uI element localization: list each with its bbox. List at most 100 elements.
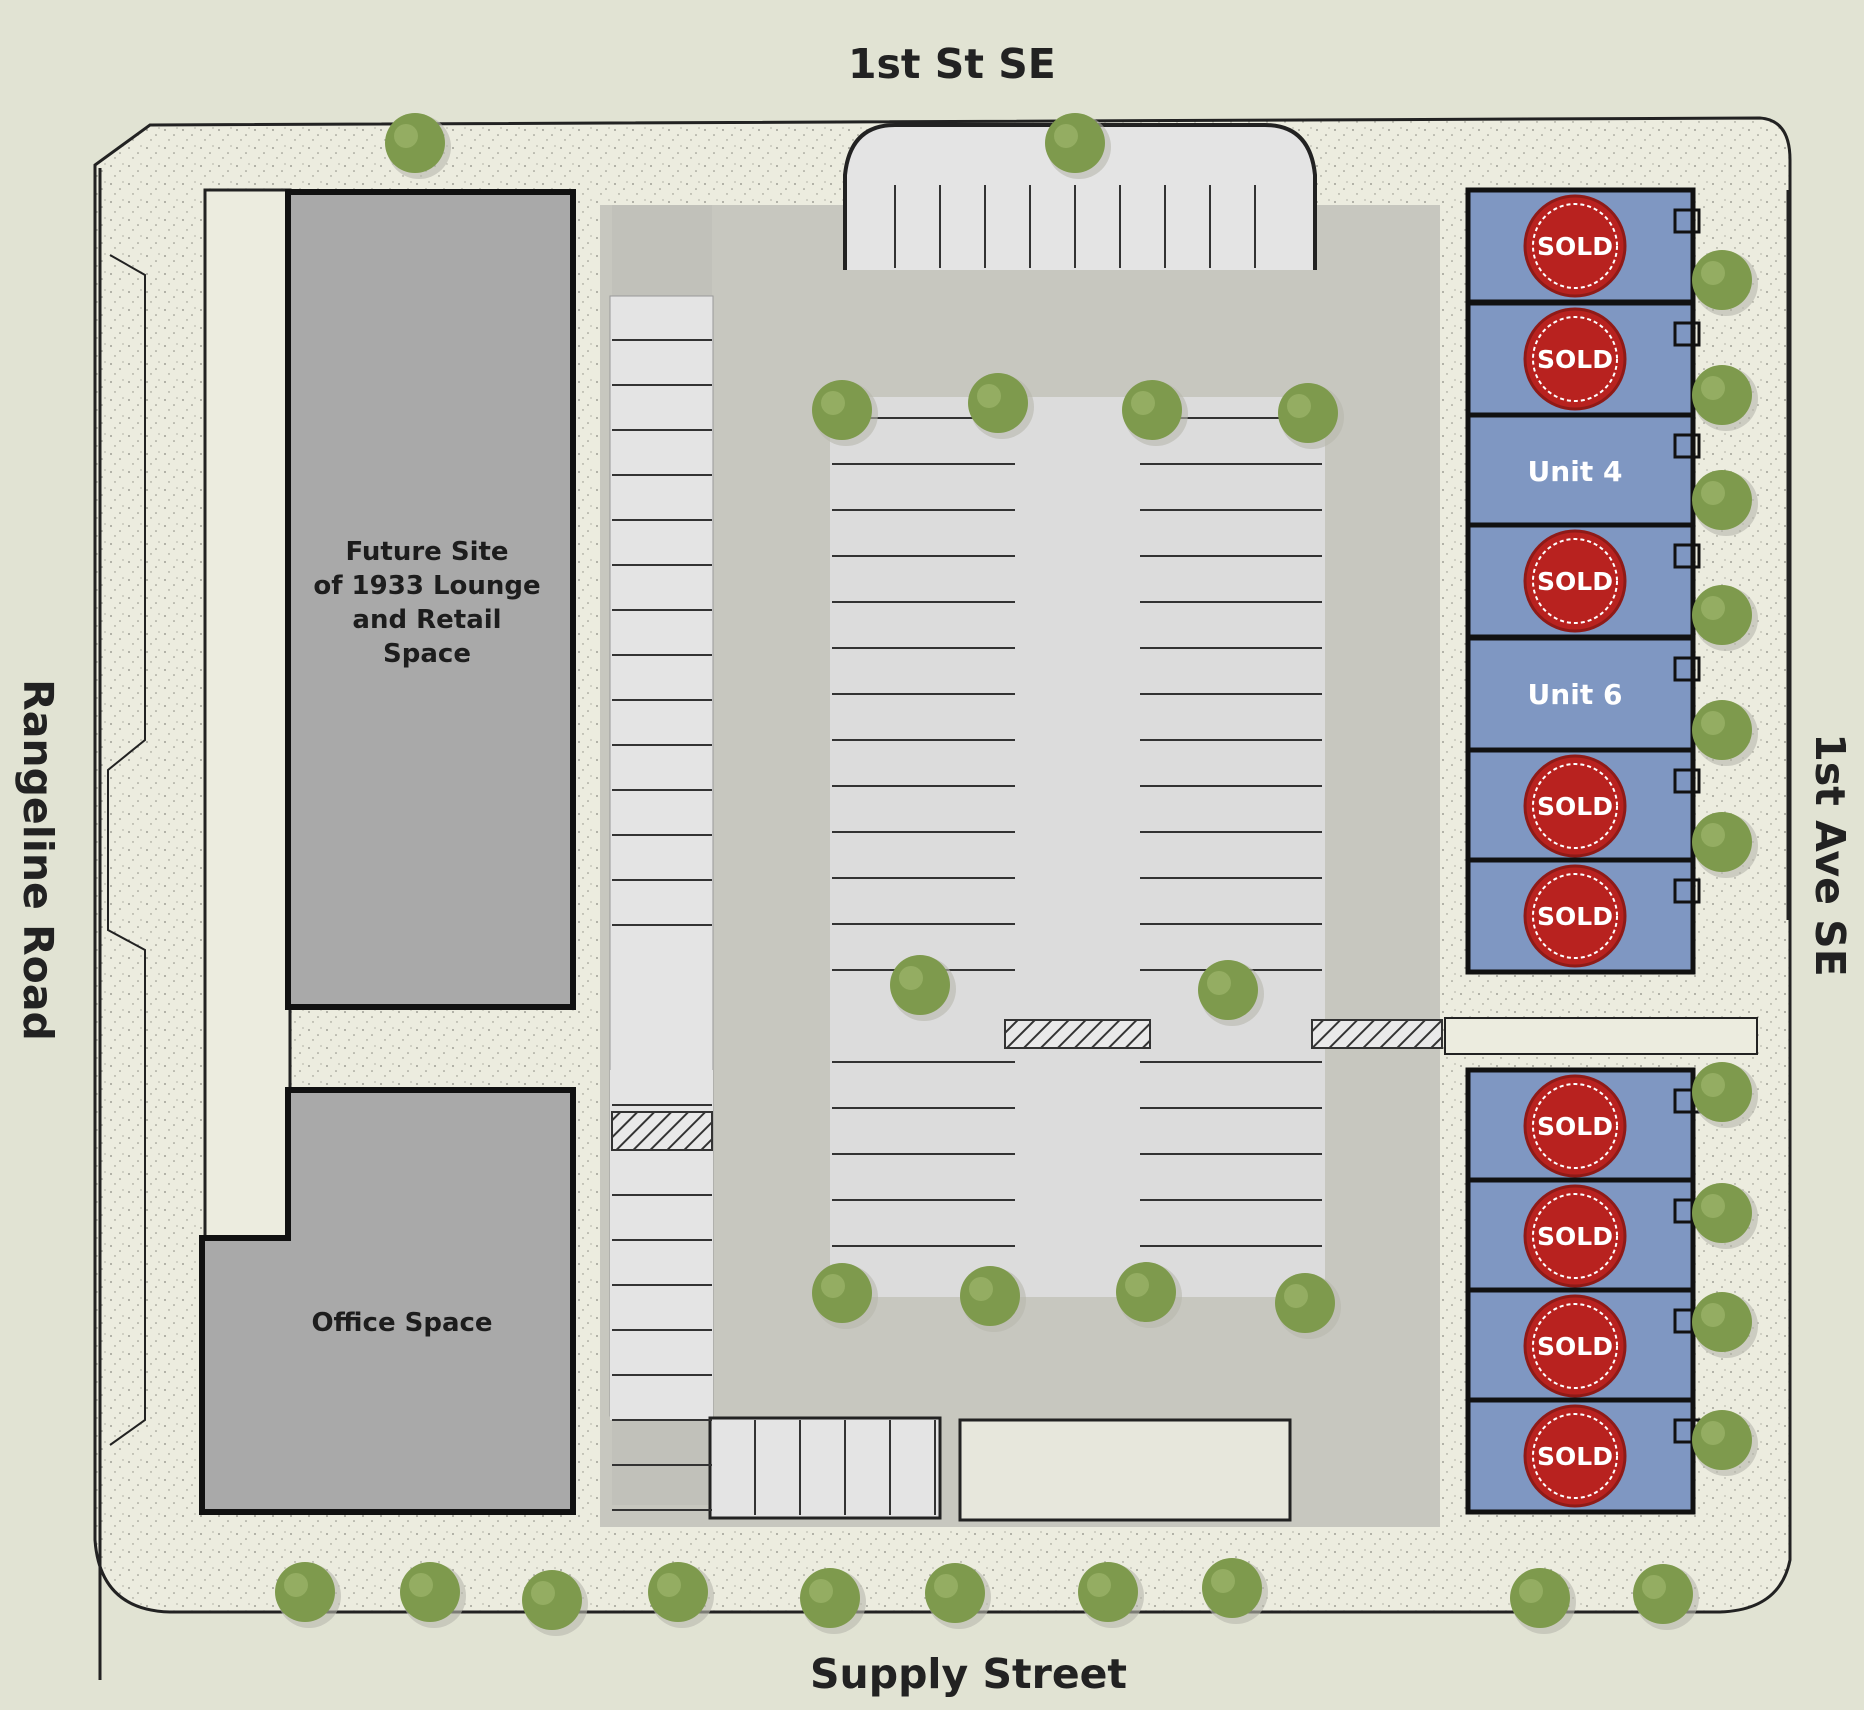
sold-badge-ring [1532, 203, 1618, 289]
sold-label: SOLD [1537, 1112, 1613, 1141]
tree [968, 373, 1034, 439]
sold-badge-ring [1532, 538, 1618, 624]
unit-12[interactable]: SOLD [1465, 1397, 1701, 1515]
tree-highlight [1287, 394, 1311, 418]
interior-parking-area [830, 397, 1325, 1297]
sold-badge [1523, 1404, 1627, 1508]
unit-label: Unit 4 [1528, 455, 1623, 488]
tree-highlight [821, 1274, 845, 1298]
tree-highlight [1131, 391, 1155, 415]
tree [1510, 1568, 1576, 1634]
tree [1692, 812, 1758, 878]
tree-highlight [1701, 376, 1725, 400]
tree [1692, 470, 1758, 536]
sold-label: SOLD [1537, 567, 1613, 596]
rangeline-median [107, 254, 146, 1446]
tree [1692, 250, 1758, 316]
sold-badge [1523, 1074, 1627, 1178]
sold-label: SOLD [1537, 1442, 1613, 1471]
tree-highlight [899, 966, 923, 990]
unit-block [1465, 412, 1696, 530]
tree-highlight [1207, 971, 1231, 995]
unit-11[interactable]: SOLD [1465, 1287, 1701, 1405]
tree [800, 1568, 866, 1634]
sold-badge [1523, 1294, 1627, 1398]
tree [1078, 1562, 1144, 1628]
tree [1692, 1292, 1758, 1358]
tree [960, 1266, 1026, 1332]
south-parking-bay [708, 1416, 942, 1520]
tree [1692, 1062, 1758, 1128]
tree-highlight [1701, 1194, 1725, 1218]
tree [275, 1562, 341, 1628]
sold-badge [1523, 307, 1627, 411]
sold-badge-ring [1532, 1413, 1618, 1499]
tree [522, 1570, 588, 1636]
sold-badge-ring [1532, 1303, 1618, 1389]
tree-highlight [1642, 1575, 1666, 1599]
townhome-units: SOLD SOLD Unit 4 SOLD Unit 6 SOLD SOLD SOLD SOLD… [1465, 187, 1701, 1515]
sold-badge [1523, 864, 1627, 968]
lounge-building [285, 189, 576, 1010]
unit-6[interactable]: Unit 6 [1465, 635, 1701, 753]
tree-highlight [1087, 1573, 1111, 1597]
unit-7[interactable]: SOLD [1465, 747, 1701, 865]
unit-1[interactable]: SOLD [1465, 187, 1701, 305]
tree-highlight [977, 384, 1001, 408]
sold-label: SOLD [1537, 902, 1613, 931]
unit-8[interactable]: SOLD [1465, 857, 1701, 975]
sold-label: SOLD [1537, 1222, 1613, 1251]
unit-door-icon [1673, 321, 1701, 347]
unit-block [1465, 635, 1696, 753]
tree [385, 113, 451, 179]
unit-10[interactable]: SOLD [1465, 1177, 1701, 1295]
tree-highlight [934, 1574, 958, 1598]
unit-2[interactable]: SOLD [1465, 300, 1701, 418]
tree-highlight [1701, 711, 1725, 735]
lounge-label-line-3: and Retail [352, 605, 501, 635]
sold-label: SOLD [1537, 345, 1613, 374]
unit-5[interactable]: SOLD [1465, 522, 1701, 640]
crosswalk-2 [1311, 1019, 1443, 1049]
sold-badge [1523, 194, 1627, 298]
tree [1202, 1558, 1268, 1624]
sold-badge-ring [1532, 1083, 1618, 1169]
tree-highlight [409, 1573, 433, 1597]
tree [648, 1562, 714, 1628]
tree [1692, 585, 1758, 651]
sold-label: SOLD [1537, 232, 1613, 261]
tree [1198, 960, 1264, 1026]
tree-highlight [284, 1573, 308, 1597]
tree-highlight [1519, 1579, 1543, 1603]
street-label-west: Rangeline Road [14, 679, 62, 1041]
west-hatch [611, 1111, 713, 1151]
street-label-east: 1st Ave SE [1806, 733, 1854, 977]
office-label: Office Space [311, 1308, 492, 1338]
tree-highlight [657, 1573, 681, 1597]
tree [1278, 383, 1344, 449]
tree [812, 380, 878, 446]
sold-badge-ring [1532, 316, 1618, 402]
tree [400, 1562, 466, 1628]
east-walkway [1444, 1017, 1758, 1055]
unit-label: Unit 6 [1528, 678, 1623, 711]
sold-badge-ring [1532, 763, 1618, 849]
street-label-south: Supply Street [810, 1650, 1128, 1698]
unit-4[interactable]: Unit 4 [1465, 412, 1701, 530]
unit-9[interactable]: SOLD [1465, 1067, 1701, 1185]
unit-door-icon [1673, 208, 1701, 234]
lounge-label-line-1: Future Site [345, 537, 508, 567]
tree [1692, 1410, 1758, 1476]
street-label-north: 1st St SE [848, 40, 1056, 88]
tree-highlight [1701, 1073, 1725, 1097]
sold-badge-ring [1532, 873, 1618, 959]
tree-highlight [1211, 1569, 1235, 1593]
tree-highlight [1701, 596, 1725, 620]
tree [1122, 380, 1188, 446]
tree-highlight [1701, 1303, 1725, 1327]
tree-highlight [394, 124, 418, 148]
sold-label: SOLD [1537, 792, 1613, 821]
tree [1275, 1273, 1341, 1339]
tree-highlight [1701, 481, 1725, 505]
lounge-corridor [203, 188, 292, 1242]
